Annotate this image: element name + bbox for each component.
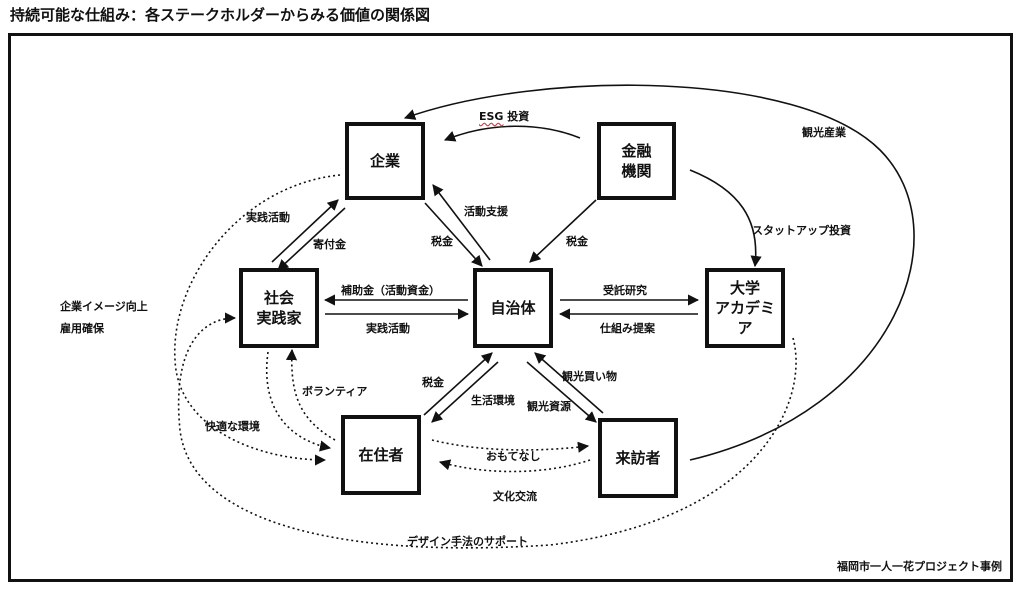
diagram-frame [8,33,1013,582]
arrow-kinyu-to-daigaku [689,169,762,268]
dotted-zaijusha-to-shakai [285,348,336,441]
label-startup-investment: スタットアップ投資 [752,224,851,237]
label-kifukin: 寄付金 [313,238,346,251]
node-zaijusha-label: 在住者 [358,445,404,464]
arrow-raihosha-to-kigyo [403,84,915,461]
label-zeikin-kigyo: 税金 [431,235,453,248]
arrow-raihosha-to-jichitai [534,352,604,414]
node-kigyo-label: 企業 [369,151,400,170]
node-shakai-line1: 社会 [263,288,294,307]
label-zeikin-zaijusha: 税金 [422,376,444,389]
label-kanko-sangyo: 観光産業 [802,126,846,139]
label-jissen-katsudo-middle: 実践活動 [366,322,410,335]
arrow-kinyu-to-jichitai [529,199,597,263]
label-kanko-kaimono: 観光買い物 [562,370,617,383]
node-kinyu-line2: 機関 [621,162,652,180]
arrow-shakai-to-kigyo [271,199,339,263]
dotted-daigaku-to-shakai [177,312,797,549]
node-daigaku-line2: アカデミア [714,298,775,338]
arrow-zaijusha-to-jichitai [423,352,493,416]
node-shakai-line2: 実践家 [256,309,302,327]
label-jissen-katsudo-upper: 実践活動 [246,211,290,224]
diagram-title: 持続可能な仕組み：各ステークホルダーからみる価値の関係図 [10,6,431,24]
footer-source: 福岡市一人一花プロジェクト事例 [837,560,1002,573]
node-daigaku: 大学 アカデミア [705,268,785,348]
arrow-jichitai-to-kigyo [432,184,491,261]
node-raihosha: 来訪者 [598,418,678,498]
node-daigaku-line1: 大学 [729,278,760,297]
node-kinyu-line1: 金融 [621,141,652,160]
dotted-raihosha-to-zaijusha [438,459,591,473]
arrow-jichitai-to-raihosha [526,361,597,423]
label-omotenashi: おもてなし [486,450,541,463]
label-esg-investment: ESG 投資 [479,108,529,124]
node-kigyo: 企業 [345,122,425,200]
label-zeikin-kinyu: 税金 [566,235,588,248]
node-zaijusha: 在住者 [341,415,421,495]
label-design-support: デザイン手法のサポート [407,535,528,548]
label-kaiteki-kankyo: 快適な環境 [205,420,260,433]
arrow-kinyu-to-kigyo [443,125,581,142]
arrow-jichitai-to-zaijusha [431,361,499,423]
label-kanko-shigen: 観光資源 [527,400,571,413]
node-raihosha-label: 来訪者 [615,448,661,467]
label-koyo-kakuho: 雇用確保 [60,322,104,335]
label-volunteer: ボランティア [302,385,368,398]
label-bunka-koryu: 文化交流 [493,490,537,503]
node-kinyu: 金融 機関 [597,122,676,200]
label-esg-word: ESG [479,110,504,123]
label-seikatsu-kankyo: 生活環境 [471,394,515,407]
label-shikumi-teian: 仕組み提案 [600,322,655,335]
label-katsudo-shien: 活動支援 [464,205,508,218]
label-hojokin: 補助金（活動資金） [341,284,440,297]
arrow-kigyo-to-jichitai [424,202,483,267]
label-esg-suffix: 投資 [503,110,530,123]
node-shakai-jissenka: 社会 実践家 [239,268,319,348]
label-jutaku-kenkyu: 受託研究 [603,284,647,297]
node-jichitai: 自治体 [473,268,553,348]
node-jichitai-label: 自治体 [490,298,536,317]
label-kigyo-image: 企業イメージ向上 [60,300,148,313]
arrow-kigyo-to-shakai [277,207,346,271]
